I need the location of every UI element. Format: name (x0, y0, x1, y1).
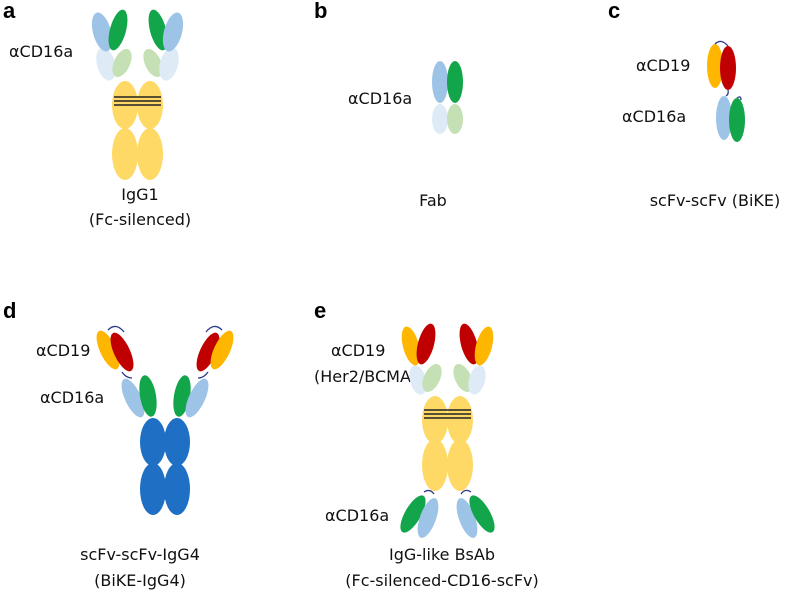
panel-b-caption: Fab (419, 191, 447, 210)
panel-c-caption: scFv-scFv (BiKE) (650, 191, 781, 210)
cd19-binding-domain (210, 330, 234, 370)
vl-light-domain (139, 375, 157, 417)
vl-light-domain (108, 9, 128, 51)
cd19-binding-domain-partner (720, 46, 736, 90)
cl-constant-domain (468, 365, 486, 395)
igg1-antibody-glyph (91, 9, 184, 180)
fab-glyph (432, 61, 463, 134)
panel-e-caption-line2: (Fc-silenced-CD16-scFv) (345, 571, 538, 590)
cd19-binding-domain-partner (416, 323, 436, 365)
igg-like-bsab-glyph (400, 323, 495, 538)
vl-light-domain (729, 98, 745, 142)
panel-e-label-cd16a: αCD16a (325, 506, 389, 525)
panel-e-letter: e (314, 298, 326, 323)
vh-light-domain (417, 498, 439, 538)
vl-light-domain (469, 495, 495, 533)
panel-a-letter: a (3, 0, 16, 23)
panel-b-letter: b (314, 0, 327, 23)
panel-e: e αCD19 (Her2/BCMA) αCD16a (314, 298, 539, 590)
panel-e-caption-line1: IgG-like BsAb (389, 545, 495, 564)
panel-d-caption-line2: (BiKE-IgG4) (94, 571, 186, 590)
fc-domain (447, 439, 473, 491)
panel-d: d αCD19 αCD16a scFv-scFv-IgG4 (BiKE-IgG4… (3, 298, 234, 590)
vh-light-domain (91, 12, 113, 52)
ch1-constant-domain (453, 363, 473, 393)
panel-d-letter: d (3, 298, 16, 323)
panel-a-target-label: αCD16a (9, 42, 73, 61)
panel-a-caption-line2: (Fc-silenced) (89, 210, 191, 229)
ch1-constant-domain (447, 104, 463, 134)
vh-light-domain (716, 96, 732, 140)
fc-domain (447, 396, 473, 444)
panel-d-label-cd19: αCD19 (36, 341, 90, 360)
cd19-binding-domain (96, 330, 120, 370)
panel-a-caption-line1: IgG1 (121, 185, 158, 204)
scfv-linker (121, 371, 133, 379)
igg4-fc-domain (140, 463, 166, 515)
panel-c-label-cd19: αCD19 (636, 56, 690, 75)
scfv-linker (423, 489, 435, 495)
ch1-constant-domain (112, 48, 132, 78)
panel-b: b αCD16a Fab (314, 0, 463, 210)
vh-light-domain (185, 378, 209, 418)
cl-constant-domain (409, 365, 427, 395)
cl-constant-domain (96, 47, 116, 81)
fc-domain (112, 128, 138, 180)
scfv-linker (714, 40, 729, 47)
scfv-linker (725, 89, 729, 97)
scfv-linker (460, 489, 472, 495)
panel-e-label-her2-bcma: (Her2/BCMA) (314, 367, 417, 386)
scfv-linker (107, 325, 125, 333)
panel-e-label-cd19: αCD19 (331, 341, 385, 360)
vh-light-domain (432, 61, 448, 103)
cd19-binding-domain (401, 326, 421, 366)
panel-d-caption-line1: scFv-scFv-IgG4 (80, 545, 200, 564)
ch1-constant-domain (422, 363, 442, 393)
vh-light-domain (162, 12, 184, 52)
bike-igg4-glyph (96, 325, 234, 515)
panel-b-target-label: αCD16a (348, 89, 412, 108)
cd19-binding-domain-partner (459, 323, 479, 365)
scfv-linker (197, 371, 209, 379)
panel-d-label-cd16a: αCD16a (40, 388, 104, 407)
cl-constant-domain (432, 104, 448, 134)
panel-a: a αCD16a IgG1 (Fc-silenced) (3, 0, 191, 229)
ch1-constant-domain (143, 48, 163, 78)
vl-light-domain (447, 61, 463, 103)
cd19-binding-domain (474, 326, 494, 366)
igg4-fc-domain (164, 418, 190, 466)
cd19-binding-domain (707, 44, 723, 88)
bike-scfv-glyph (707, 40, 745, 142)
scfv-linker (736, 96, 742, 101)
panel-c-label-cd16a: αCD16a (622, 107, 686, 126)
fc-domain (137, 128, 163, 180)
panel-c: c αCD19 αCD16a scFv-scFv (BiKE) (608, 0, 780, 210)
fc-domain (422, 439, 448, 491)
cd19-binding-domain-partner (110, 332, 134, 372)
cl-constant-domain (159, 47, 179, 81)
vl-light-domain (400, 495, 426, 533)
panel-c-letter: c (608, 0, 620, 23)
fc-domain (422, 396, 448, 444)
igg4-fc-domain (164, 463, 190, 515)
vh-light-domain (456, 498, 478, 538)
vh-light-domain (121, 378, 145, 418)
igg4-fc-domain (140, 418, 166, 466)
vl-light-domain (148, 9, 168, 51)
cd19-binding-domain-partner (196, 332, 220, 372)
scfv-linker (205, 325, 223, 333)
